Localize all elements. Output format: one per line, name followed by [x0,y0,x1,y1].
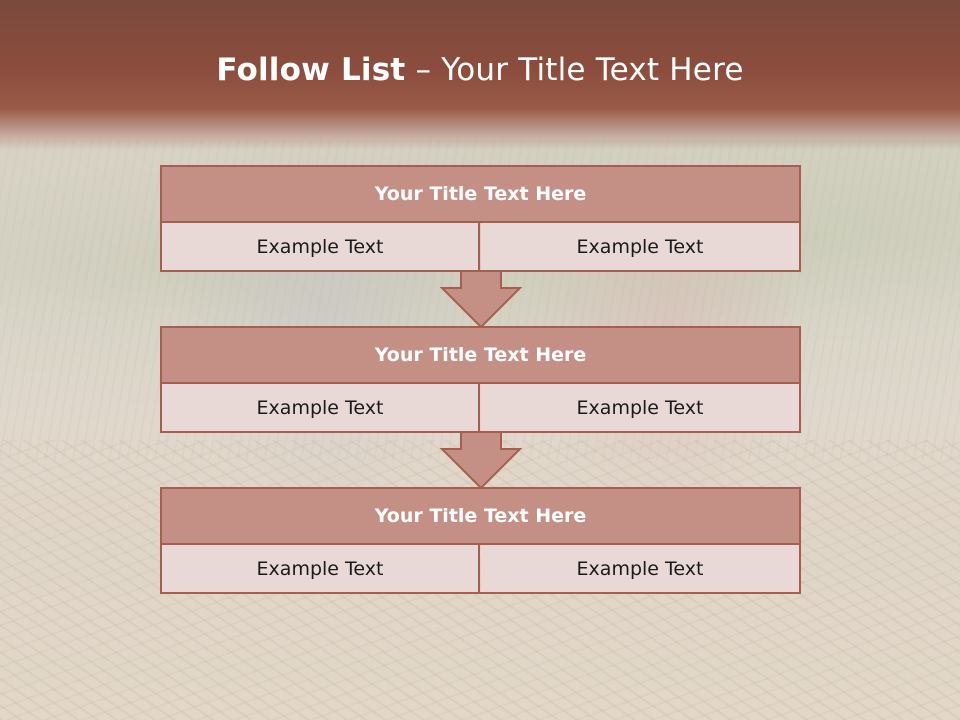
down-arrow-icon [440,270,522,328]
list-block-left-text: Example Text [162,545,480,592]
header-band [0,0,960,150]
list-block-1: Your Title Text Here Example Text Exampl… [160,165,801,272]
list-block-2: Your Title Text Here Example Text Exampl… [160,326,801,433]
down-arrow-icon [440,431,522,489]
list-block-left-text: Example Text [162,384,480,431]
slide-title-rest: – Your Title Text Here [405,52,744,88]
list-block-right-text: Example Text [481,223,799,270]
list-block-3: Your Title Text Here Example Text Exampl… [160,487,801,594]
list-block-right-text: Example Text [481,545,799,592]
list-block-title: Your Title Text Here [162,167,799,223]
slide-title-bold: Follow List [216,52,406,88]
slide-title: Follow List – Your Title Text Here [0,52,960,88]
list-block-title: Your Title Text Here [162,489,799,545]
list-block-title: Your Title Text Here [162,328,799,384]
list-block-right-text: Example Text [481,384,799,431]
list-block-left-text: Example Text [162,223,480,270]
